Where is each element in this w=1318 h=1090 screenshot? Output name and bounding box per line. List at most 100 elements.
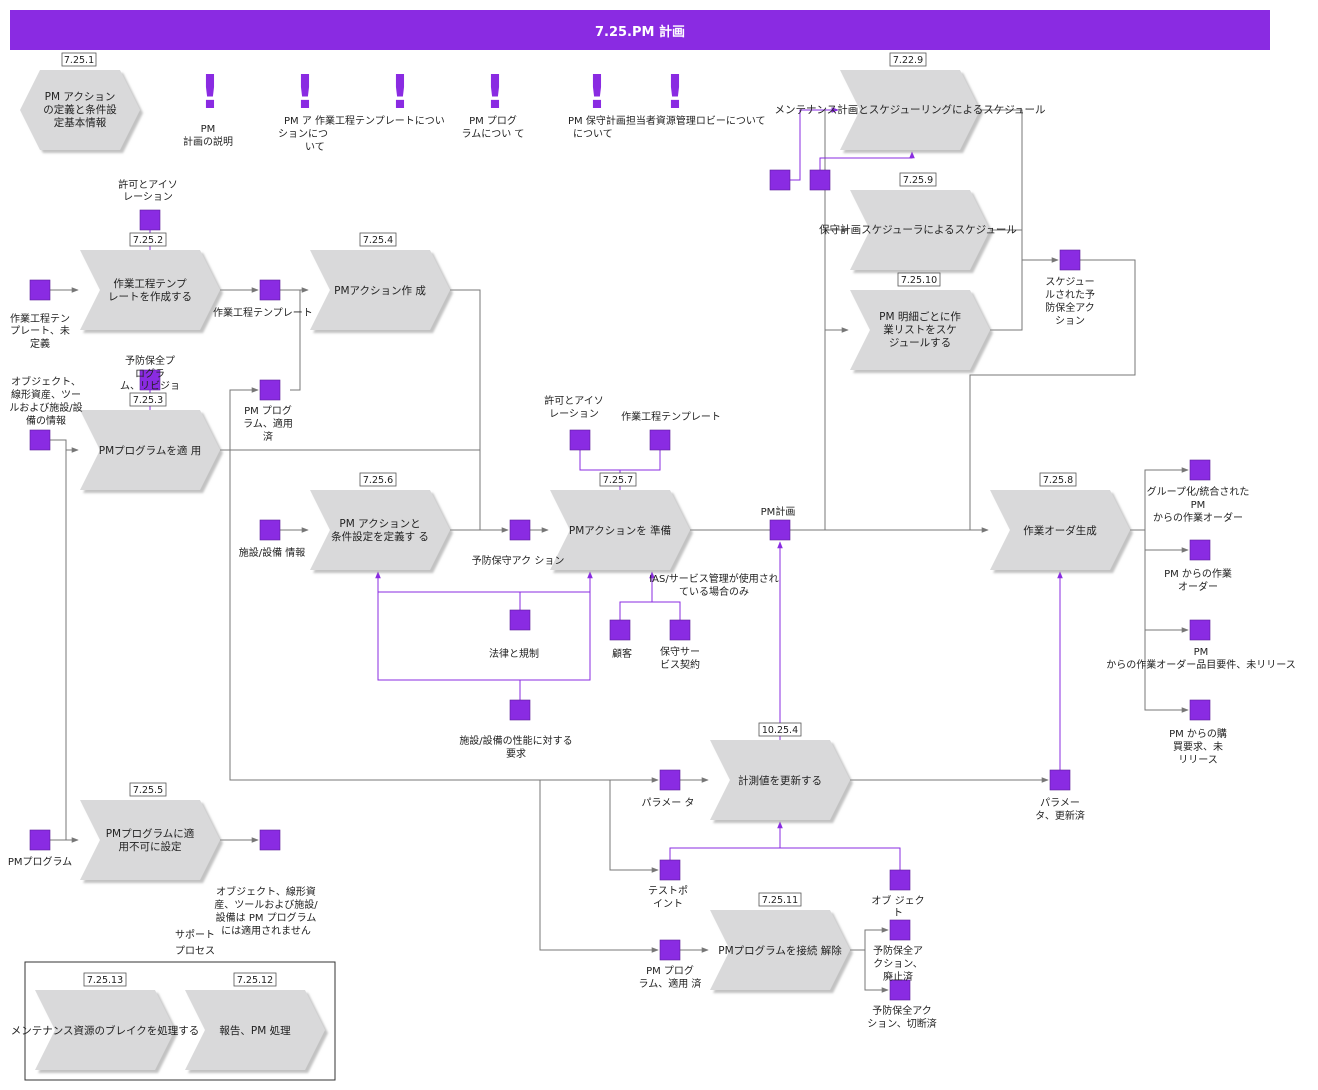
data-label: 予防保守アク ション (472, 554, 565, 567)
process-id: 7.25.11 (762, 895, 798, 906)
data-label: 保守サー (660, 645, 700, 658)
data-object-square (509, 699, 531, 721)
process-label: 作業オーダ生成 (1023, 524, 1097, 537)
data-object-square (649, 429, 671, 451)
process-7-25-2[interactable]: 7.25.2 作業工程テンプ レートを作成する (80, 232, 220, 330)
data-label: からの作業オーダー (1153, 511, 1243, 524)
data-label: 許可とアイソ (544, 394, 604, 407)
data-label: 線形資産、ツー (11, 388, 81, 401)
data-label: オブ ジェク (871, 894, 924, 907)
data-object-square (509, 609, 531, 631)
data-label: 作業工程テンプレート (621, 410, 721, 423)
data-label: IAS/サービス管理が使用され (649, 572, 779, 585)
start-node-label-3: 定基本情報 (54, 116, 107, 129)
data-object-square (1049, 769, 1071, 791)
process-7-25-13[interactable]: 7.25.13 メンテナンス資源のブレイクを処理する (11, 972, 200, 1070)
data-label: 施設/設備 情報 (239, 546, 306, 559)
data-object-square (769, 519, 791, 541)
process-label: PM 明細ごとに作 (879, 310, 961, 323)
start-node-label-1: PM アクション (45, 91, 116, 103)
data-label: 済 (263, 430, 273, 443)
process-label: 業リストをスケ (883, 323, 957, 336)
process-id: 7.25.6 (363, 475, 393, 486)
process-label: 保守計画スケジューラによるスケジュール (819, 223, 1017, 236)
data-label: パラメー (1040, 797, 1080, 809)
data-label: オーダー (1178, 580, 1218, 593)
process-7-25-4[interactable]: 7.25.4 PMアクション作 成 (310, 232, 450, 330)
process-7-25-9[interactable]: 7.25.9 保守計画スケジューラによるスケジュール (819, 172, 1017, 270)
data-object-square (659, 769, 681, 791)
data-label: オブジェクト、線形資 (216, 885, 316, 898)
exclamation-icon: ! (200, 65, 221, 119)
data-label: タ、更新済 (1035, 809, 1085, 822)
data-label: からの作業オーダー品目要件、未リリース (1106, 658, 1296, 671)
process-label: メンテナンス資源のブレイクを処理する (11, 1024, 200, 1037)
info-note-label: 計画の説明 (183, 135, 233, 148)
process-7-25-12[interactable]: 7.25.12 報告、PM 処理 (185, 972, 325, 1070)
data-object-square (1189, 539, 1211, 561)
process-id: 7.25.4 (363, 235, 393, 246)
process-id: 7.25.3 (133, 395, 163, 406)
exclamation-icon: ! (665, 65, 686, 119)
data-object-square (139, 209, 161, 231)
data-label: クション、 (873, 958, 922, 970)
data-label: ション、切断済 (867, 1017, 936, 1030)
data-objects[interactable] (29, 169, 1211, 1001)
data-label: イント (653, 899, 683, 910)
info-note-label: ラムについ て (462, 128, 525, 140)
data-object-square (1059, 249, 1081, 271)
process-7-25-11[interactable]: 7.25.11 PMプログラムを接続 解除 (710, 892, 850, 990)
process-id: 7.25.7 (603, 475, 633, 486)
process-id: 7.25.5 (133, 785, 163, 796)
data-label: レーション (123, 192, 173, 203)
data-label: 設備は PM プログラム (216, 911, 317, 924)
start-node[interactable]: 7.25.1 PM アクション の定義と条件設 定基本情報 (20, 52, 140, 150)
data-object-square (1189, 459, 1211, 481)
data-object-square (259, 829, 281, 851)
process-label: PMプログラムを適 用 (99, 444, 201, 457)
process-7-25-7[interactable]: 7.25.7 PMアクションを 準備 (550, 472, 690, 570)
info-note-pm-program[interactable]: ! PM プログ ラムについ て (462, 65, 525, 140)
data-object-square (889, 869, 911, 891)
data-object-square (509, 519, 531, 541)
info-note-label: PM (201, 124, 216, 135)
process-id: 10.25.4 (762, 725, 798, 736)
data-label: 施設/設備の性能に対する (459, 734, 572, 747)
info-note-scheduler[interactable]: ! ! PM 保守計画担当者資源管理ロビーについて について (568, 65, 766, 140)
data-label: 防保全アク (1045, 301, 1095, 314)
data-object-square (259, 519, 281, 541)
data-object-square (889, 919, 911, 941)
process-10-25-4[interactable]: 10.25.4 計測値を更新する (710, 722, 850, 820)
data-label: 買要求、未 (1173, 741, 1223, 753)
data-label: 許可とアイソ (118, 178, 178, 191)
data-label: オブジェクト、 (11, 375, 81, 388)
info-note-pm-plan[interactable]: ! PM 計画の説明 (183, 65, 233, 148)
data-label: 備の情報 (26, 414, 66, 427)
process-7-22-9[interactable]: 7.22.9 メンテナンス計画とスケジューリングによるスケジュール (774, 52, 1046, 150)
data-label: ログラ (135, 367, 165, 380)
data-label: 廃止済 (883, 970, 913, 983)
data-label: PM からの購 (1169, 727, 1227, 740)
process-label: PMプログラムを接続 解除 (718, 944, 842, 957)
data-object-square (659, 939, 681, 961)
process-7-25-5[interactable]: 7.25.5 PMプログラムに適 用不可に設定 (80, 782, 220, 880)
process-id: 7.22.9 (893, 55, 923, 66)
process-7-25-8[interactable]: 7.25.8 作業オーダ生成 (990, 472, 1130, 570)
process-7-25-3[interactable]: 7.25.3 PMプログラムを適 用 (80, 392, 220, 490)
info-note-label: PM プログ (469, 114, 517, 127)
exclamation-icon: ! (587, 65, 608, 119)
process-7-25-10[interactable]: 7.25.10 PM 明細ごとに作 業リストをスケ ジュールする (850, 272, 990, 370)
data-label: PM からの作業 (1164, 567, 1232, 580)
data-label: PMプログラム (8, 855, 72, 868)
data-label: 定義 (30, 337, 50, 350)
info-note-pm-action[interactable]: ! ! PM ア 作業工程テンプレートについ ションにつ いて (278, 65, 445, 153)
page-title: 7.25.PM 計画 (10, 10, 1270, 50)
process-7-25-6[interactable]: 7.25.6 PM アクションと 条件設定を定義す る (310, 472, 450, 570)
support-process-box: サポート プロセス (24, 929, 336, 1081)
data-object-labels: 許可とアイソ レーション 作業工程テン プレート、未 定義 作業工程テンプレート… (8, 178, 1296, 1030)
process-label: レートを作成する (108, 291, 192, 303)
data-object-square (1189, 619, 1211, 641)
process-id: 7.25.9 (903, 175, 933, 186)
data-label: 要求 (506, 748, 526, 760)
process-id: 7.25.2 (133, 235, 163, 246)
